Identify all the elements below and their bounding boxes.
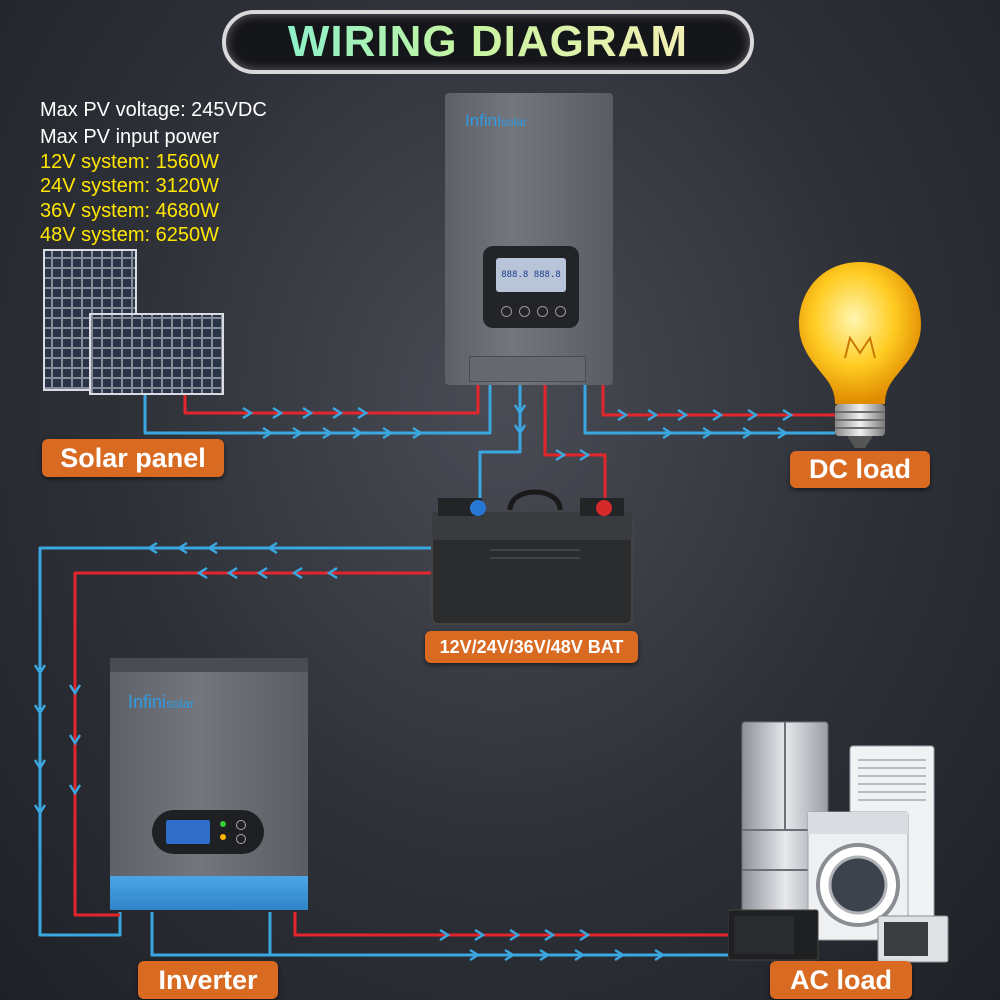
controller-button-3 xyxy=(537,306,548,317)
controller-lcd: 888.8 888.8 xyxy=(496,258,566,292)
title-banner: WIRING DIAGRAM xyxy=(222,10,754,74)
inverter-base xyxy=(110,876,308,910)
inverter-button-1 xyxy=(236,820,246,830)
inverter-logo-infini: Infini xyxy=(128,692,167,712)
wire-bat-negative xyxy=(478,385,522,510)
inverter-lcd xyxy=(166,820,210,844)
charge-controller: Infinisolar 888.8 888.8 xyxy=(445,93,613,385)
wire-bat-positive xyxy=(543,385,607,510)
inverter-logo-solar: solar xyxy=(166,696,195,711)
spec-24v: 24V system: 3120W xyxy=(40,175,219,197)
wire-inv-negative xyxy=(38,546,432,937)
label-solar-panel: Solar panel xyxy=(42,439,224,477)
wire-pv-positive xyxy=(183,385,480,415)
controller-button-2 xyxy=(519,306,530,317)
solar-panel-image xyxy=(43,249,224,395)
ac-appliances-image xyxy=(728,721,949,963)
spec-36v: 36V system: 4680W xyxy=(40,200,219,222)
controller-button-4 xyxy=(555,306,566,317)
controller-terminal-cover xyxy=(469,356,586,382)
controller-button-1 xyxy=(501,306,512,317)
label-dc-load: DC load xyxy=(790,451,930,488)
spec-max-pv-power: Max PV input power xyxy=(40,126,219,148)
wire-pv-negative xyxy=(143,385,492,435)
controller-panel: 888.8 888.8 xyxy=(483,246,579,328)
page-title: WIRING DIAGRAM xyxy=(287,17,689,66)
wire-ac-neutral xyxy=(150,912,270,957)
inverter-led-amber xyxy=(220,834,226,840)
label-ac-load: AC load xyxy=(770,961,912,999)
inverter-device: Infinisolar xyxy=(110,658,308,910)
wire-ac-positive xyxy=(293,912,735,937)
inverter-led-green xyxy=(220,821,226,827)
label-inverter: Inverter xyxy=(138,961,278,999)
label-battery: 12V/24V/36V/48V BAT xyxy=(425,631,638,663)
light-bulb-image xyxy=(799,262,921,448)
inverter-panel xyxy=(152,810,264,854)
inverter-button-2 xyxy=(236,834,246,844)
flow-arrows xyxy=(33,404,794,962)
spec-12v: 12V system: 1560W xyxy=(40,151,219,173)
inverter-logo: Infinisolar xyxy=(128,692,194,713)
spec-48v: 48V system: 6250W xyxy=(40,224,219,246)
inverter-top-strip xyxy=(110,658,308,672)
logo-infini: Infini xyxy=(465,111,501,130)
spec-max-pv-voltage: Max PV voltage: 245VDC xyxy=(40,99,267,121)
battery-image xyxy=(431,489,633,625)
logo-solar: solar xyxy=(500,115,527,129)
controller-logo: Infinisolar xyxy=(465,111,527,131)
